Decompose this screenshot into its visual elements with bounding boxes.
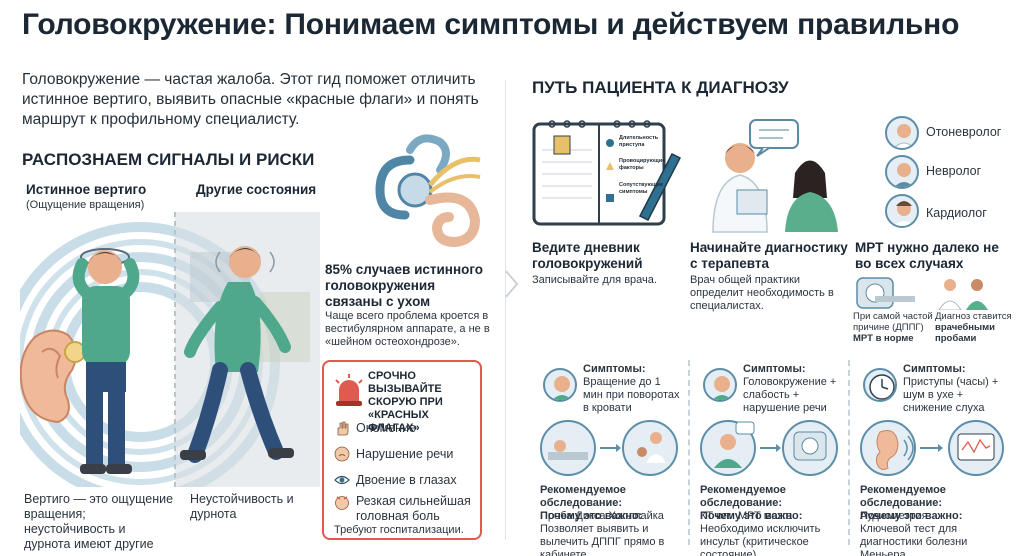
cardiologist-avatar [885, 194, 919, 228]
vertigo-caption: Вертиго — это ощущение вращения; неустой… [24, 492, 174, 556]
scenario-2-exam: Рекомендуемое обследование: КТ или МРТ м… [700, 484, 845, 523]
scenario-2-exam-text: КТ или МРТ мозга [700, 510, 793, 522]
scenario-2-why: Почему это важно: Необходимо исключить и… [700, 510, 845, 556]
scenario-1-why-label: Почему это важно: [540, 510, 643, 522]
scenario-1-avatar [543, 368, 577, 402]
scenario-1-exam-text: Проба Дикса Холлпайка [540, 510, 664, 522]
scenario-1-exam: Рекомендуемое обследование: Проба Дикса … [540, 484, 685, 523]
eye-icon [334, 472, 350, 488]
scenario-3-exam-text: Аудиометрия [860, 510, 928, 522]
flag-label: Двоение в глазах [356, 472, 457, 487]
flag-double-vision: Двоение в глазах [334, 472, 479, 488]
right-heading: ПУТЬ ПАЦИЕНТА К ДИАГНОЗУ [532, 78, 789, 97]
mri-text-2-a: Диагноз ставится [935, 311, 1012, 322]
scenario-1-symptoms-label: Симптомы: [583, 363, 646, 375]
scenario-2-why-text: Необходимо исключить инсульт (критическо… [700, 523, 821, 556]
flag-label: Нарушение речи [356, 446, 454, 461]
diary-line-2: Провоцирующие факторы [619, 158, 666, 171]
flag-label: Онемение [356, 420, 416, 435]
chevron-right-icon [505, 270, 519, 298]
scenario-3-clock-icon [863, 368, 897, 402]
neurologist-avatar [885, 155, 919, 189]
alert-footer: Требуют госпитализации. [334, 524, 464, 536]
scenario-1-why-text: Позволяет выявить и вылечить ДППГ прямо … [540, 523, 665, 556]
scenario-1-symptoms-text: Вращение до 1 мин при поворотах в кроват… [583, 376, 680, 414]
mri-text-1-a: При самой частой причине (ДППГ) [853, 311, 933, 333]
scenario-3-symptoms-text: Приступы (часы) + шум в ухе + снижение с… [903, 376, 999, 414]
alert-title: СРОЧНО ВЫЗЫВАЙТЕ СКОРУЮ ПРИ «КРАСНЫХ ФЛА… [368, 370, 443, 434]
mri-text-2-b: врачебными пробами [935, 322, 995, 344]
diary-line-1: Длительность приступа [619, 135, 659, 148]
flag-label: Резкая сильнейшая головная боль [356, 494, 471, 523]
mri-text-1: При самой частой причине (ДППГ) МРТ в но… [853, 311, 933, 344]
siren-icon [335, 374, 363, 406]
speech-warning-icon [334, 446, 350, 462]
scenario-1-symptoms: Симптомы: Вращение до 1 мин при поворота… [583, 363, 683, 415]
vertigo-illustration [20, 212, 320, 487]
section-divider [505, 80, 506, 540]
scenario-2-symptoms: Симптомы: Головокружение + слабость + на… [743, 363, 847, 415]
vertigo-title: Истинное вертиго [26, 182, 147, 197]
scenario-1-exam-label: Рекомендуемое обследование: [540, 484, 626, 509]
left-heading: РАСПОЗНАЕМ СИГНАЛЫ И РИСКИ [22, 150, 315, 169]
intro-text: Головокружение — частая жалоба. Этот гид… [22, 71, 479, 128]
scenario-1-why: Почему это важно: Позволяет выявить и вы… [540, 510, 685, 556]
scenario-3-symptoms-label: Симптомы: [903, 363, 966, 375]
diary-illustration [532, 120, 682, 226]
red-flags-box: СРОЧНО ВЫЗЫВАЙТЕ СКОРУЮ ПРИ «КРАСНЫХ ФЛА… [322, 360, 482, 540]
diary-line-3: Сопутствующие симптомы [619, 182, 664, 195]
step-diary-text: Записывайте для врача. [532, 274, 657, 286]
stat-text: Чаще всего проблема кроется в вестибуляр… [325, 310, 490, 348]
scenario-2-symptoms-text: Головокружение + слабость + нарушение ре… [743, 376, 837, 414]
specialist-cardiologist: Кардиолог [926, 206, 987, 220]
specialist-otoneurologist: Отоневролог [926, 125, 1002, 139]
vertigo-subtitle: (Ощущение вращения) [26, 199, 145, 211]
mri-text-1-b: МРТ в норме [853, 333, 914, 344]
flag-headache: Резкая сильнейшая головная боль [334, 494, 479, 524]
scenario-3-exam-label: Рекомендуемое обследование: [860, 484, 946, 509]
flag-numbness: Онемение [334, 420, 479, 436]
doctor-exam-icon [938, 279, 988, 310]
mri-scanner-icon [856, 277, 915, 309]
other-title: Другие состояния [196, 182, 317, 197]
otoneurologist-avatar [885, 116, 919, 150]
specialist-neurologist: Невролог [926, 164, 982, 178]
scenario-3-illustration [860, 420, 1004, 476]
inner-ear-icon [375, 134, 481, 248]
scenario-divider-2 [848, 360, 850, 545]
scenario-3-why: Почему это важно: Ключевой тест для диаг… [860, 510, 1015, 556]
step-mri-title: МРТ нужно далеко не во всех случаях [855, 240, 999, 271]
scenario-2-avatar [703, 368, 737, 402]
scenario-3-exam: Рекомендуемое обследование: Аудиометрия [860, 484, 1015, 523]
other-caption: Неустойчивость и дурнота [190, 492, 294, 521]
hand-icon [334, 420, 350, 436]
step-diary-title: Ведите дневник головокружений [532, 240, 643, 271]
flag-speech: Нарушение речи [334, 446, 479, 462]
step-therapist-text: Врач общей практики определит необходимо… [690, 274, 834, 312]
stat-title: 85% случаев истинного головокружения свя… [325, 262, 484, 309]
scenario-2-exam-label: Рекомендуемое обследование: [700, 484, 786, 509]
scenario-2-illustration [700, 420, 838, 476]
scenario-3-symptoms: Симптомы: Приступы (часы) + шум в ухе + … [903, 363, 1013, 415]
mri-text-2: Диагноз ставится врачебными пробами [935, 311, 1015, 344]
scenario-1-illustration [540, 420, 678, 476]
scenario-3-why-text: Ключевой тест для диагностики болезни Ме… [860, 523, 968, 556]
page-title: Головокружение: Понимаем симптомы и дейс… [22, 8, 960, 41]
headache-icon [334, 494, 350, 510]
scenario-2-symptoms-label: Симптомы: [743, 363, 806, 375]
doctor-consultation-illustration [712, 119, 838, 233]
scenario-divider-1 [688, 360, 690, 545]
step-therapist-title: Начинайте диагностику с терапевта [690, 240, 848, 271]
scenario-3-why-label: Почему это важно: [860, 510, 963, 522]
scenario-2-why-label: Почему это важно: [700, 510, 803, 522]
